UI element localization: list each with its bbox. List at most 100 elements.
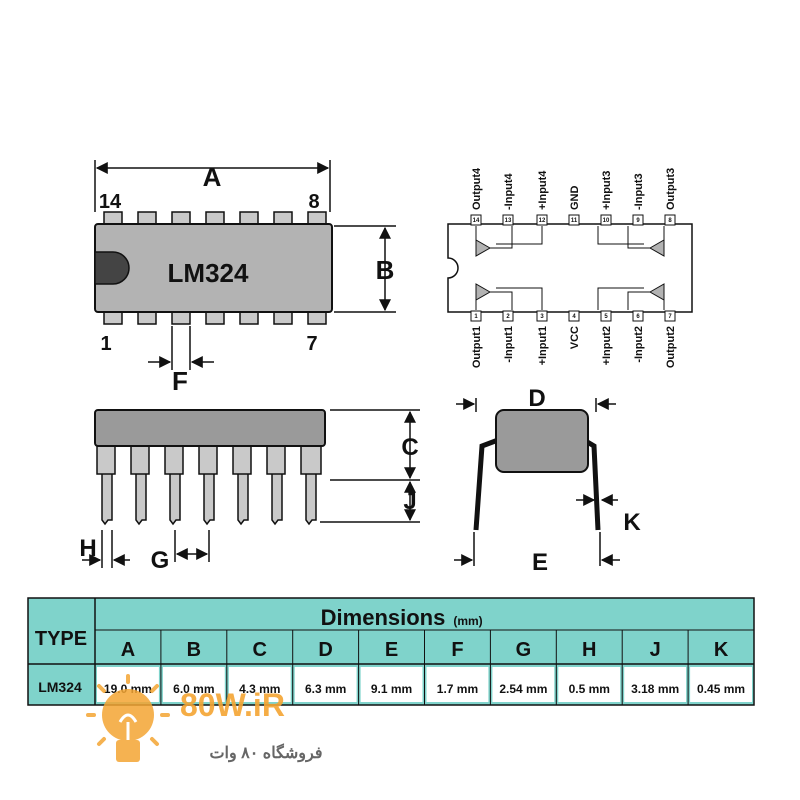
- dimensions-table: TYPE Dimensions (mm) LM324 A19.0 mmB6.0 …: [27, 597, 755, 706]
- column-header: G: [516, 639, 532, 661]
- end-body: [495, 409, 589, 473]
- table-type-header: TYPE: [35, 628, 87, 650]
- pin-box: [600, 214, 612, 226]
- dimension-value: 3.18 mm: [631, 682, 679, 696]
- pin-number: 3: [540, 314, 544, 320]
- dip-top-view: LM324 14 8 1 7 A B F: [94, 160, 396, 396]
- pin-box: [600, 310, 612, 322]
- pin-name: -Input1: [503, 326, 515, 363]
- value-cell-bg: [162, 667, 225, 702]
- pin-box: [632, 310, 644, 322]
- lightbulb-icon: [86, 674, 170, 762]
- column-header: J: [650, 639, 661, 661]
- pin-box: [470, 310, 482, 322]
- value-cell-bg: [558, 667, 621, 702]
- pinout-diagram: 14 Output4 13 -Input4 12 +Input4 11 GND 10 +Input…: [447, 167, 693, 368]
- dimension-k-label: K: [623, 509, 641, 536]
- chip-notch: [94, 251, 130, 285]
- pinout-pins: 14 Output4 13 -Input4 12 +Input4 11 GND 10 +Input…: [470, 167, 677, 368]
- dimension-value: 6.0 mm: [173, 682, 214, 696]
- pin-name: GND: [569, 186, 581, 211]
- table-title: Dimensions: [321, 605, 446, 630]
- watermark-subtitle: فروشگاه ۸۰ وات: [209, 743, 322, 763]
- pin-name: +Input2: [601, 326, 613, 365]
- value-cell-bg: [228, 667, 291, 702]
- column-header: K: [714, 639, 729, 661]
- pin-name: Output3: [665, 168, 677, 210]
- pin-name: +Input1: [537, 326, 549, 365]
- end-lead-left: [473, 437, 499, 531]
- pin-name: Output1: [471, 326, 483, 368]
- opamp-4: [475, 226, 543, 257]
- dimension-h: [82, 530, 130, 568]
- pin-number: 12: [539, 218, 546, 224]
- pin-name: +Input4: [537, 170, 549, 210]
- dimension-g-label: G: [151, 547, 170, 574]
- dimension-c-label: C: [401, 434, 418, 461]
- dimension-c-j: [320, 409, 420, 523]
- dimension-a-label: A: [203, 162, 222, 192]
- top-pins: [103, 211, 327, 227]
- pin-label-top-right: 8: [308, 191, 319, 213]
- pin-number: 7: [668, 314, 672, 320]
- pin-number: 10: [603, 218, 610, 224]
- dimension-value: 0.45 mm: [697, 682, 745, 696]
- pinout-body: [447, 223, 693, 313]
- dimension-value: 6.3 mm: [305, 682, 346, 696]
- dimension-g: [174, 530, 210, 562]
- column-header: F: [451, 639, 463, 661]
- pin-name: -Input2: [633, 326, 645, 363]
- table-unit: (mm): [453, 614, 482, 628]
- dimension-f-label: F: [172, 366, 188, 396]
- pin-label-bottom-right: 7: [306, 333, 317, 355]
- dimension-h-label: H: [79, 535, 96, 562]
- column-header: D: [318, 639, 332, 661]
- pin-number: 5: [604, 314, 608, 320]
- pin-number: 4: [572, 314, 576, 320]
- dimension-b-label: B: [376, 255, 395, 285]
- side-body: [94, 409, 326, 447]
- pin-name: +Input3: [601, 171, 613, 210]
- column-header: A: [121, 639, 135, 661]
- pin-number: 9: [636, 218, 640, 224]
- pin-name: -Input4: [503, 172, 515, 210]
- pin-name: Output2: [665, 326, 677, 368]
- pin-number: 14: [473, 218, 480, 224]
- pin-label-top-left: 14: [99, 191, 122, 213]
- pin-box: [632, 214, 644, 226]
- pin-number: 8: [668, 218, 672, 224]
- watermark: 80W.iR فروشگاه ۸۰ وات: [86, 674, 323, 763]
- dimension-e-label: E: [532, 549, 548, 576]
- dimension-f: [148, 326, 214, 370]
- dimension-a: [94, 160, 331, 212]
- dimension-d-label: D: [528, 385, 545, 412]
- pin-label-bottom-left: 1: [100, 333, 111, 355]
- column-header: H: [582, 639, 596, 661]
- dimension-b: [334, 225, 396, 313]
- watermark-brand: 80W.iR: [180, 687, 285, 723]
- side-shoulders: [96, 443, 322, 475]
- pin-box: [664, 310, 676, 322]
- dimension-value: 2.54 mm: [499, 682, 547, 696]
- pin-box: [664, 214, 676, 226]
- dimension-value: 9.1 mm: [371, 682, 412, 696]
- value-cell-bg: [426, 667, 489, 702]
- opamp-1: [475, 283, 543, 310]
- value-cell-bg: [492, 667, 555, 702]
- opamp-3: [597, 226, 665, 257]
- pin-box: [568, 214, 580, 226]
- dimension-j-label: J: [403, 488, 416, 515]
- pin-name: Output4: [471, 167, 483, 210]
- opamp-2: [597, 283, 665, 310]
- dimension-value: 1.7 mm: [437, 682, 478, 696]
- pin-number: 11: [571, 218, 578, 224]
- pin-box: [502, 214, 514, 226]
- dimension-e: [454, 532, 620, 566]
- value-cell-bg: [690, 667, 752, 702]
- end-view: D E K: [454, 385, 641, 576]
- pin-number: 13: [505, 218, 512, 224]
- pin-name: -Input3: [633, 173, 645, 210]
- pin-number: 6: [636, 314, 640, 320]
- side-leads: [101, 469, 317, 526]
